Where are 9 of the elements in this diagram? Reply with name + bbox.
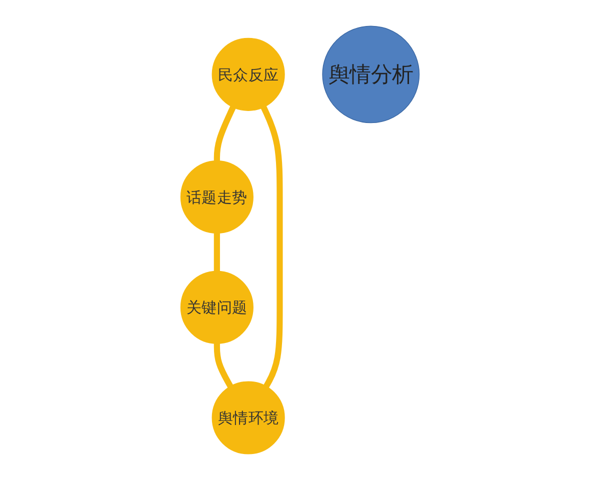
node-circle: 关键问题 xyxy=(180,270,254,344)
connector xyxy=(214,233,220,272)
node-circle: 舆情环境 xyxy=(212,381,285,454)
connector xyxy=(214,106,236,161)
node-circle: 话题走势 xyxy=(180,160,254,234)
connector xyxy=(260,106,283,388)
node-circle: 民众反应 xyxy=(212,38,285,111)
connector xyxy=(214,344,234,388)
node-circle: 舆情分析 xyxy=(322,26,420,124)
